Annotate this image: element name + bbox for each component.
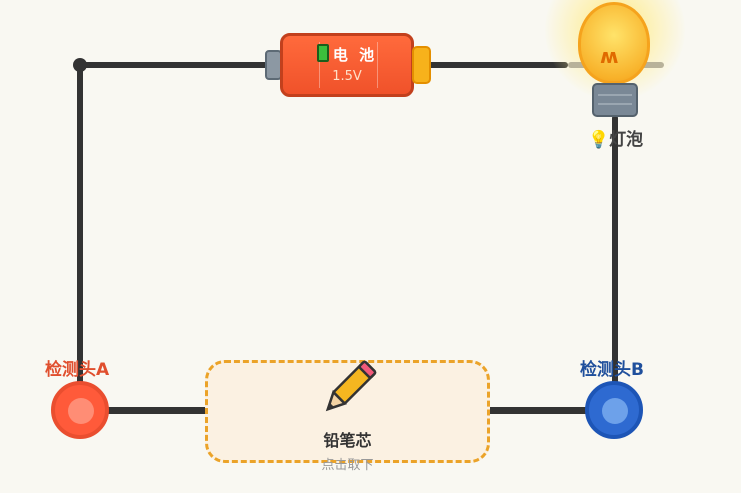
- bulb-socket: [592, 83, 638, 117]
- pencil-lead-hint: 点击取下: [321, 458, 374, 473]
- pencil-icon[interactable]: [313, 352, 385, 424]
- wire-junction-top-left: [73, 58, 87, 72]
- wire-top-left: [80, 62, 270, 68]
- pencil-lead-title: 铅笔芯: [323, 431, 372, 450]
- wire-top-right: [428, 62, 568, 68]
- wire-right-vertical: [612, 115, 618, 411]
- battery-title: 电 池: [283, 44, 411, 65]
- battery-voltage: 1.5V: [332, 69, 362, 84]
- probe-b-label: 检测头B: [580, 360, 644, 380]
- bulb-label: 💡灯泡: [588, 130, 644, 150]
- light-bulb-icon: 💡: [588, 130, 610, 150]
- battery-icon: [316, 44, 329, 62]
- battery-positive-terminal: [412, 46, 431, 84]
- wire-bottom-right: [487, 407, 617, 414]
- light-bulb-glass[interactable]: [578, 2, 650, 84]
- wire-left-vertical: [77, 62, 83, 412]
- probe-a[interactable]: [51, 381, 109, 439]
- probe-b[interactable]: [585, 381, 643, 439]
- battery[interactable]: 电 池 1.5V: [280, 33, 414, 97]
- wire-bottom-left: [80, 407, 208, 414]
- filament-icon: ʍ: [600, 44, 619, 68]
- probe-a-label: 检测头A: [45, 360, 110, 380]
